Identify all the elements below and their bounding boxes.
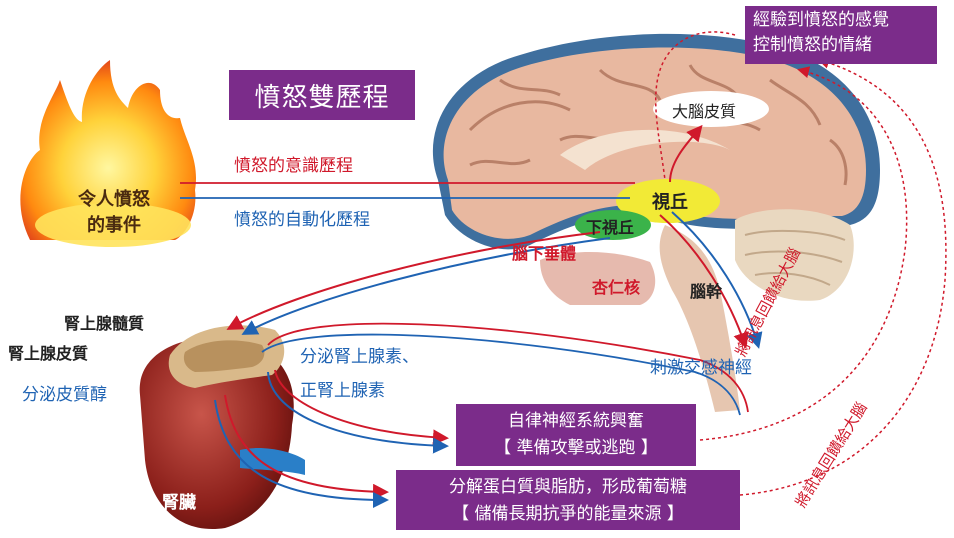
anger-event-line-1: 令人憤怒 [54, 187, 174, 213]
cortex-function-line-1: 經驗到憤怒的感覺 [753, 8, 937, 33]
kidney-label: 腎臟 [162, 488, 196, 513]
amygdala-label: 杏仁核 [592, 274, 640, 298]
sympathetic-label: 刺激交感神經 [650, 353, 752, 378]
hypothalamus-label: 下視丘 [586, 214, 634, 238]
brainstem-label: 腦幹 [690, 278, 722, 302]
epinephrine-label: 分泌腎上腺素、 [300, 342, 419, 367]
energy-box: 分解蛋白質與脂肪，形成葡萄糖 【 儲備長期抗爭的能量來源 】 [396, 470, 740, 530]
cortex-function-line-2: 控制憤怒的情緒 [753, 33, 937, 58]
thalamus-label: 視丘 [652, 188, 688, 214]
automatic-process-label: 憤怒的自動化歷程 [234, 205, 370, 230]
autonomic-box: 自律神經系統興奮 【 準備攻擊或逃跑 】 [456, 404, 696, 466]
cortex-function-box: 經驗到憤怒的感覺 控制憤怒的情緒 [745, 6, 937, 64]
cortisol-label: 分泌皮質醇 [22, 380, 107, 405]
anger-event-label: 令人憤怒 的事件 [54, 187, 174, 239]
conscious-process-label: 憤怒的意識歷程 [234, 151, 353, 176]
adrenal-cortex-label: 腎上腺皮質 [8, 340, 88, 364]
cortex-label: 大腦皮質 [672, 98, 736, 122]
autonomic-line-2: 【 準備攻擊或逃跑 】 [456, 435, 696, 462]
anger-event-line-2: 的事件 [54, 213, 174, 239]
pituitary-label: 腦下垂體 [512, 240, 576, 264]
norepinephrine-label: 正腎上腺素 [300, 376, 385, 401]
energy-line-2: 【 儲備長期抗爭的能量來源 】 [396, 501, 740, 528]
title-box: 憤怒雙歷程 [229, 70, 415, 120]
autonomic-line-1: 自律神經系統興奮 [456, 408, 696, 435]
adrenal-medulla-label: 腎上腺髓質 [64, 310, 144, 334]
energy-line-1: 分解蛋白質與脂肪，形成葡萄糖 [396, 474, 740, 501]
page-title: 憤怒雙歷程 [254, 77, 389, 114]
